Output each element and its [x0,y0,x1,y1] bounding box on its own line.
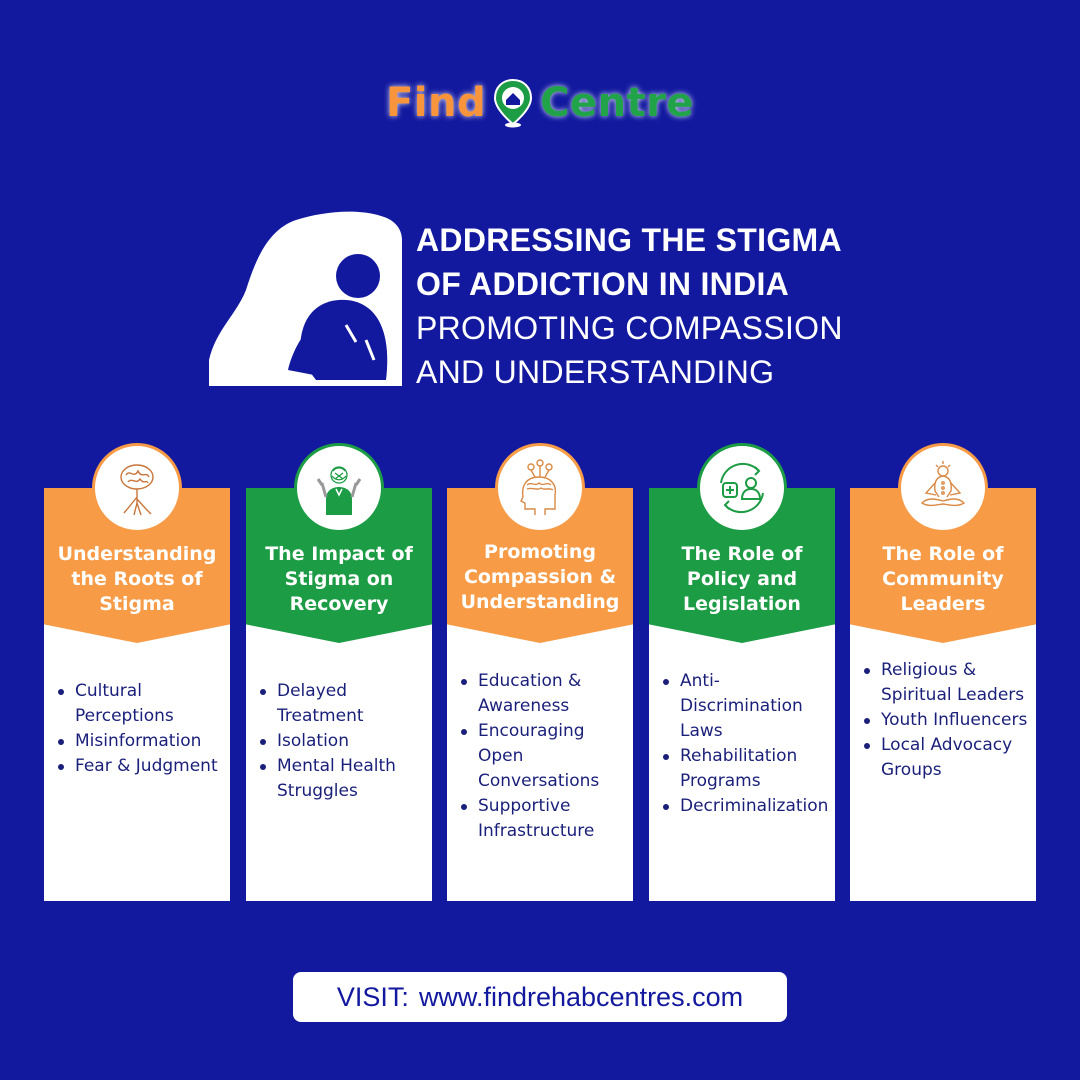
list-item: Delayed Treatment [258,679,426,729]
headline-line-1: ADDRESSING THE STIGMA [416,222,842,258]
headline-line-4: AND UNDERSTANDING [416,354,775,390]
card-roots-of-stigma: Understanding the Roots of Stigma Cultur… [44,443,230,901]
list-item: Supportive Infrastructure [459,794,627,844]
card-title: The Role of Policy and Legislation [681,543,803,615]
card-icon-wrapper [92,443,182,533]
logo-word-centre: Centre [540,80,695,126]
card-title: The Role of Community Leaders [882,543,1004,615]
card-body: Cultural Perceptions Misinformation Fear… [44,624,230,901]
list-item: Decriminalization [661,794,829,819]
card-item-list: Cultural Perceptions Misinformation Fear… [56,679,224,779]
list-item: Rehabilitation Programs [661,744,829,794]
medical-person-cycle-icon [720,462,764,514]
card-promoting-compassion: Promoting Compassion & Understanding Edu… [447,443,633,901]
card-header: Understanding the Roots of Stigma [44,488,230,643]
card-icon-wrapper [294,443,384,533]
list-item: Cultural Perceptions [56,679,224,729]
headline-line-3: PROMOTING COMPASSION [416,310,843,346]
card-body: Delayed Treatment Isolation Mental Healt… [246,624,432,901]
list-item: Encouraging Open Conversations [459,719,627,794]
visit-banner: VISIT: www.findrehabcentres.com [293,972,787,1022]
list-item: Religious & Spiritual Leaders [862,658,1030,708]
website-link[interactable]: www.findrehabcentres.com [418,981,744,1012]
visit-label: VISIT: [336,981,409,1012]
stressed-person-icon [316,466,362,515]
card-community-leaders: The Role of Community Leaders Religious … [850,443,1036,901]
list-item: Anti-Discrimination Laws [661,669,829,744]
card-impact-on-recovery: The Impact of Stigma on Recovery Delayed… [246,443,432,901]
list-item: Local Advocacy Groups [862,733,1030,783]
headline-line-2: OF ADDICTION IN INDIA [416,266,790,302]
list-item: Fear & Judgment [56,754,224,779]
brand-logo: Find Centre [0,78,1080,128]
headline: ADDRESSING THE STIGMA OF ADDICTION IN IN… [416,218,1056,394]
list-item: Youth Influencers [862,708,1030,733]
card-item-list: Anti-Discrimination Laws Rehabilitation … [661,669,829,819]
card-header: The Impact of Stigma on Recovery [246,488,432,643]
card-item-list: Religious & Spiritual Leaders Youth Infl… [862,658,1030,783]
card-title: Understanding the Roots of Stigma [57,543,217,615]
card-body: Anti-Discrimination Laws Rehabilitation … [649,624,835,901]
card-item-list: Education & Awareness Encouraging Open C… [459,669,627,844]
card-icon-wrapper [697,443,787,533]
list-item: Mental Health Struggles [258,754,426,804]
card-header: The Role of Community Leaders [850,488,1036,643]
card-icon-wrapper [495,443,585,533]
card-item-list: Delayed Treatment Isolation Mental Healt… [258,679,426,804]
card-policy-legislation: The Role of Policy and Legislation Anti-… [649,443,835,901]
card-title: The Impact of Stigma on Recovery [265,543,413,615]
list-item: Isolation [258,729,426,754]
head-with-flowers-icon [520,459,557,515]
card-title: Promoting Compassion & Understanding [460,541,620,613]
card-icon-wrapper [898,443,988,533]
logo-word-find: Find [385,80,487,126]
location-pin-icon [494,78,533,128]
sad-person-sitting-icon [209,211,402,386]
meditation-icon [920,461,966,507]
brain-roots-icon [120,464,154,516]
list-item: Misinformation [56,729,224,754]
card-body: Religious & Spiritual Leaders Youth Infl… [850,624,1036,901]
list-item: Education & Awareness [459,669,627,719]
card-body: Education & Awareness Encouraging Open C… [447,624,633,901]
